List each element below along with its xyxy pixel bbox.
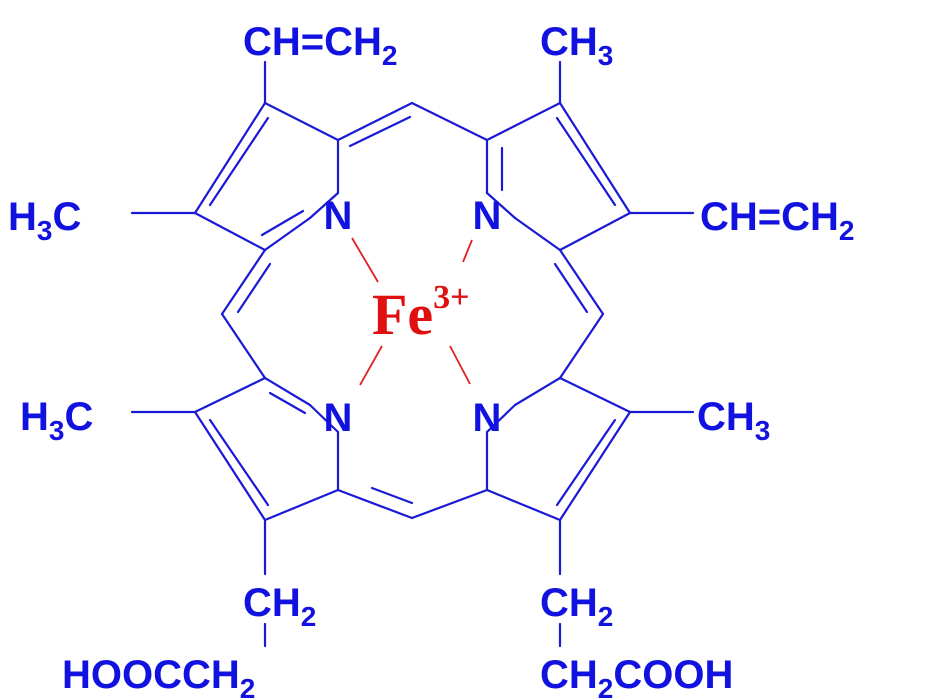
- nitrogen-lower-left: N: [324, 396, 353, 440]
- methylene-group-bottom-right: CH2: [540, 581, 613, 632]
- vinyl-group-top-left: CH=CH2: [243, 20, 397, 71]
- propionic-acid-chain-left: HOOCCH2: [62, 653, 255, 700]
- nitrogen-upper-left: N: [324, 194, 353, 238]
- methylene-group-bottom-left: CH2: [243, 581, 316, 632]
- metal-symbol: Fe: [372, 282, 433, 347]
- coordination-bonds: [351, 237, 473, 386]
- iron-ion-label: Fe3+: [372, 279, 470, 347]
- nitrogen-lower-right: N: [473, 396, 502, 440]
- nitrogen-upper-right: N: [473, 194, 502, 238]
- vinyl-group-right: CH=CH2: [700, 195, 854, 246]
- propionic-acid-chain-right: CH2COOH: [540, 653, 733, 700]
- substituent-labels: CH=CH2 CH3 H3C CH=CH2 H3C CH3 CH2 HOOCCH…: [8, 20, 854, 700]
- ring-bonds: [193, 101, 632, 522]
- methyl-group-left-lower: H3C: [20, 395, 93, 446]
- methyl-group-top-right: CH3: [540, 20, 613, 71]
- methyl-group-left-upper: H3C: [8, 195, 81, 246]
- ring-nitrogen-labels: N N N N: [324, 194, 502, 440]
- substituent-bonds: [130, 60, 695, 648]
- methyl-group-right-lower: CH3: [697, 395, 770, 446]
- metal-charge: 3+: [433, 279, 469, 316]
